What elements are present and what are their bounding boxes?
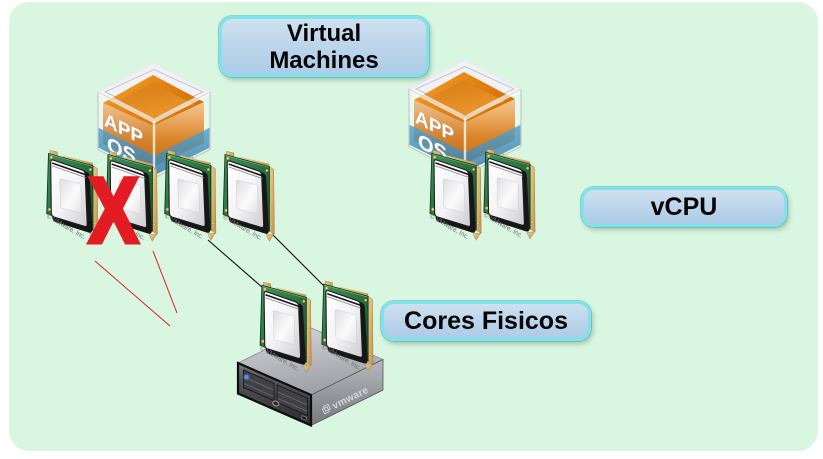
virtual-machines-label-line2: Machines: [269, 46, 379, 74]
cores-fisicos-label: Cores Fisicos: [381, 301, 591, 341]
vcpu-chip-icon-6: [481, 148, 536, 241]
vcpu-chip-icon-4: [220, 150, 276, 243]
link-line-vcpu3-core1: [207, 239, 264, 289]
broken-link-line-1: [94, 260, 171, 327]
mapping-lines: [94, 233, 326, 327]
vcpu-chip-icon-5: [427, 149, 483, 242]
virtual-machines-label-line1: Virtual: [286, 19, 362, 47]
cores-fisicos-label-text: Cores Fisicos: [404, 306, 568, 335]
server-port: [300, 415, 308, 421]
virtual-machines-label: Virtual Machines: [219, 16, 429, 77]
server-led: [244, 375, 249, 379]
vcpu-chip-icon-3: [162, 149, 217, 242]
vcpu-label: vCPU: [581, 187, 787, 227]
vcpu-label-text: vCPU: [650, 192, 718, 221]
broken-link-line-2: [152, 250, 178, 314]
link-line-vcpu4-core2: [271, 233, 326, 288]
red-x-marker: X: [89, 160, 138, 262]
server-button: [272, 400, 280, 407]
